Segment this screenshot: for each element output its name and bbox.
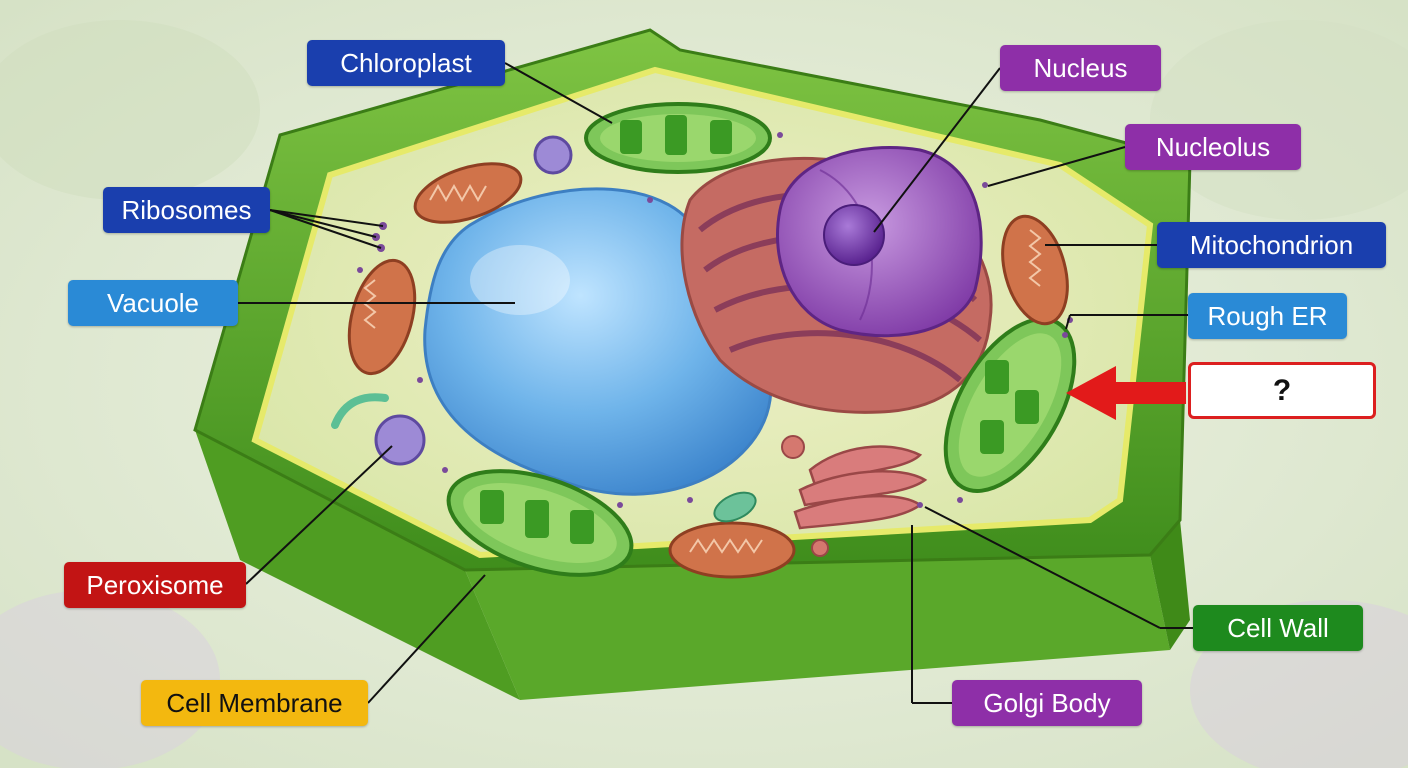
label-cell-wall: Cell Wall <box>1193 605 1363 651</box>
label-mitochondrion: Mitochondrion <box>1157 222 1386 268</box>
label-vacuole: Vacuole <box>68 280 238 326</box>
label-rough-er: Rough ER <box>1188 293 1347 339</box>
label-golgi-body: Golgi Body <box>952 680 1142 726</box>
label-peroxisome: Peroxisome <box>64 562 246 608</box>
label-ribosomes: Ribosomes <box>103 187 270 233</box>
chloroplast-top <box>584 102 772 174</box>
label-cell-membrane: Cell Membrane <box>141 680 368 726</box>
label-nucleus: Nucleus <box>1000 45 1161 91</box>
label-chloroplast: Chloroplast <box>307 40 505 86</box>
red-arrow-icon <box>1066 366 1186 420</box>
label-nucleolus: Nucleolus <box>1125 124 1301 170</box>
unknown-label-box: ? <box>1188 362 1376 419</box>
